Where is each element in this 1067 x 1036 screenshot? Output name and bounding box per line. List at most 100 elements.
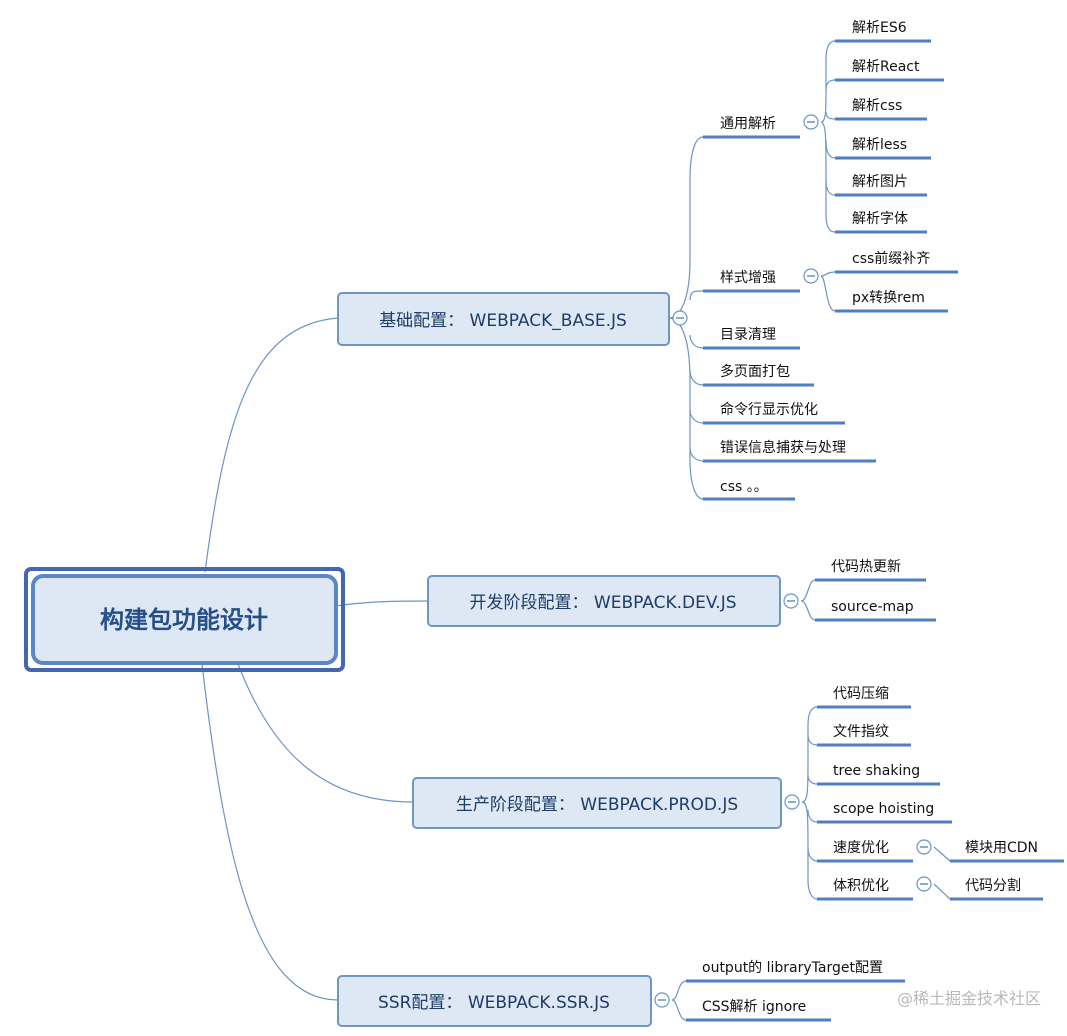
line-base-to-duoyemian [689,369,704,386]
line-tongyong-trunk-down [820,121,836,233]
node-tree-shaking[interactable]: tree shaking [817,763,940,786]
duoyemian-dabao-label: 多页面打包 [720,363,790,380]
line-base-to-minglinghang [689,409,704,424]
prod-config-label: 生产阶段配置： WEBPACK.PROD.JS [456,795,738,815]
collapse-sudu-icon[interactable] [916,839,932,855]
jiexi-css-label: 解析css [852,98,902,114]
node-daima-yasuo[interactable]: 代码压缩 [817,686,911,709]
line-tiji-to-fenge [933,883,951,900]
node-css-etc[interactable]: css 。。 [703,479,795,501]
px-rem-label: px转换rem [852,289,925,306]
line-yangshi-up [820,271,836,277]
source-map-label: source-map [831,599,914,615]
line-root-prod [237,663,414,803]
line-tongyong-to-tupian [825,179,836,196]
yangshi-zengqiang-label: 样式增强 [720,270,776,286]
watermark-text: @稀土掘金技术社区 [897,989,1041,1008]
node-dev-config[interactable]: 开发阶段配置： WEBPACK.DEV.JS [427,575,781,627]
line-dev-down [800,600,816,621]
line-base-to-cuowu [689,447,704,462]
line-prod-to-wenjian [807,734,818,746]
root-label: 构建包功能设计 [100,606,268,634]
line-base-trunk-down [668,317,704,500]
jiexi-tupian-label: 解析图片 [852,174,908,190]
line-ssr-up [671,980,687,1001]
base-config-label: 基础配置： WEBPACK_BASE.JS [379,311,627,331]
node-jiexi-es6[interactable]: 解析ES6 [835,20,931,43]
mulu-qingli-label: 目录清理 [720,327,776,343]
line-tongyong-to-css [825,111,836,120]
dev-config-label: 开发阶段配置： WEBPACK.DEV.JS [469,593,736,613]
line-prod-trunk-up [801,706,818,803]
node-output-librarytarget[interactable]: output的 libraryTarget配置 [686,960,905,983]
node-tongyong-jiexi[interactable]: 通用解析 [703,116,800,139]
node-mulu-qingli[interactable]: 目录清理 [703,327,800,350]
tree-shaking-label: tree shaking [833,763,920,779]
collapse-ssr-icon[interactable] [654,992,670,1008]
line-prod-to-scope [807,809,818,823]
node-sudu-youhua[interactable]: 速度优化 [817,840,913,863]
node-daima-reload[interactable]: 代码热更新 [815,559,926,582]
tongyong-jiexi-label: 通用解析 [720,116,776,132]
node-minglinghang-youhua[interactable]: 命令行显示优化 [703,401,845,425]
line-prod-to-sudu [807,847,818,862]
line-root-dev [334,600,429,607]
line-tongyong-to-react [825,79,836,91]
line-sudu-to-cdn [933,846,951,862]
node-duoyemian-dabao[interactable]: 多页面打包 [703,363,814,387]
jiexi-ziti-label: 解析字体 [852,211,908,227]
node-tiji-youhua[interactable]: 体积优化 [817,878,913,901]
node-yangshi-zengqiang[interactable]: 样式增强 [703,270,800,293]
line-base-to-yangshi [689,290,704,301]
node-base-config[interactable]: 基础配置： WEBPACK_BASE.JS [337,292,670,346]
daima-reload-label: 代码热更新 [831,559,901,575]
cuowu-xinxi-label: 错误信息捕获与处理 [720,439,846,456]
line-root-base [204,317,339,573]
css-qianzhui-label: css前缀补齐 [852,250,930,267]
node-px-rem[interactable]: px转换rem [835,289,948,313]
daima-yasuo-label: 代码压缩 [833,686,889,702]
css-ignore-label: CSS解析 ignore [702,999,806,1015]
node-source-map[interactable]: source-map [815,599,936,622]
line-tongyong-trunk-up [820,40,836,123]
node-jiexi-css[interactable]: 解析css [835,98,927,121]
node-daima-fenge[interactable]: 代码分割 [950,877,1043,901]
node-jiexi-less[interactable]: 解析less [835,137,931,160]
minglinghang-youhua-label: 命令行显示优化 [720,401,818,418]
node-jiexi-tupian[interactable]: 解析图片 [835,174,927,197]
node-jiexi-react[interactable]: 解析React [835,59,944,82]
collapse-yangshi-icon[interactable] [803,268,819,284]
output-librarytarget-label: output的 libraryTarget配置 [702,960,883,976]
collapse-prod-icon[interactable] [784,794,800,810]
tiji-youhua-label: 体积优化 [833,878,889,894]
line-tongyong-to-less [825,139,836,159]
collapse-base-icon[interactable] [672,310,688,326]
node-css-ignore[interactable]: CSS解析 ignore [686,999,831,1022]
node-scope-hoisting[interactable]: scope hoisting [817,801,952,824]
line-yangshi-down [820,275,836,312]
node-css-qianzhui[interactable]: css前缀补齐 [835,250,958,274]
node-ssr-config[interactable]: SSR配置： WEBPACK.SSR.JS [337,975,652,1027]
scope-hoisting-label: scope hoisting [833,801,934,817]
line-prod-to-tree [807,774,818,785]
mokuai-cdn-label: 模块用CDN [965,840,1038,856]
daima-fenge-label: 代码分割 [965,877,1021,894]
line-prod-trunk-down [801,801,818,900]
node-cuowu-xinxi[interactable]: 错误信息捕获与处理 [703,439,876,463]
root-node[interactable]: 构建包功能设计 [24,567,345,672]
collapse-tongyong-icon[interactable] [803,114,819,130]
node-jiexi-ziti[interactable]: 解析字体 [835,211,927,234]
sudu-youhua-label: 速度优化 [833,840,889,856]
node-mokuai-cdn[interactable]: 模块用CDN [950,840,1064,863]
line-root-ssr [201,663,339,1001]
collapse-tiji-icon[interactable] [916,876,932,892]
line-dev-up [800,579,816,602]
branch-lines [201,40,951,1021]
jiexi-less-label: 解析less [852,137,907,153]
node-prod-config[interactable]: 生产阶段配置： WEBPACK.PROD.JS [412,777,782,829]
jiexi-es6-label: 解析ES6 [852,20,907,36]
collapse-dev-icon[interactable] [783,593,799,609]
wenjian-zhiwen-label: 文件指纹 [833,724,889,740]
node-wenjian-zhiwen[interactable]: 文件指纹 [817,724,911,747]
